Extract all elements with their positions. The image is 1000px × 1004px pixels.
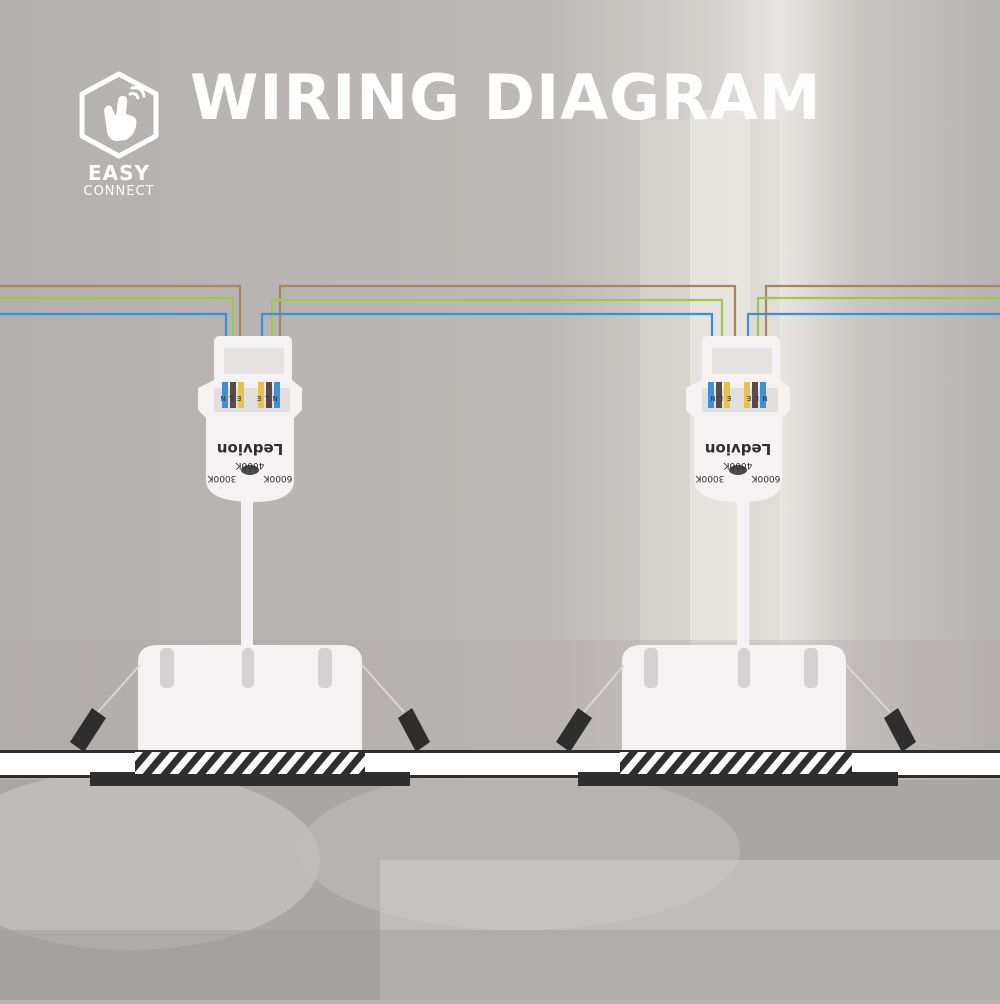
connector-brand: Ledvion: [705, 440, 771, 458]
spring-clip-right: [884, 708, 916, 752]
connector-brand: Ledvion: [217, 440, 283, 458]
cct-label: 6000K: [263, 473, 293, 483]
cct-label: 4000K: [235, 460, 265, 470]
easy-connect-badge: EASY CONNECT: [74, 70, 164, 205]
terminal-label: E: [237, 394, 241, 402]
cct-label: 3000K: [207, 473, 237, 483]
downlight-unit-1: [70, 336, 430, 786]
tap-hand-icon: [79, 71, 159, 159]
trim-ring: [578, 772, 898, 786]
terminal-label: N: [762, 394, 767, 402]
terminal-label: L: [719, 394, 723, 402]
spring-clip-left: [556, 708, 592, 752]
connector-box: [198, 336, 302, 502]
badge-label-connect: CONNECT: [83, 184, 155, 199]
fixture-body: [138, 645, 362, 750]
terminal-label: E: [747, 394, 751, 402]
fixture-body: [622, 645, 846, 750]
connector-2-labels: Ledvion 4000K 6000K 3000K N L E E L N: [695, 394, 781, 483]
terminal-label: N: [272, 394, 277, 402]
spring-clip-left: [70, 708, 106, 752]
connector-1-labels: Ledvion 4000K 6000K 3000K N L E E L N: [207, 394, 293, 483]
cct-label: 3000K: [695, 473, 725, 483]
terminal-label: N: [710, 394, 715, 402]
downlight-unit-2: [556, 336, 916, 786]
cct-label: 6000K: [751, 473, 781, 483]
terminal-label: E: [727, 394, 731, 402]
badge-label-easy: EASY: [87, 161, 151, 185]
power-cable: [241, 495, 253, 655]
terminal-label: L: [755, 394, 759, 402]
terminal-label: L: [265, 394, 269, 402]
terminal-label: E: [257, 394, 261, 402]
terminal-label: L: [229, 394, 233, 402]
trim-stripes: [620, 752, 852, 774]
page-title: WIRING DIAGRAM: [190, 61, 822, 134]
terminal-label: N: [220, 394, 225, 402]
spring-clip-right: [398, 708, 430, 752]
connector-box: [686, 336, 790, 502]
trim-stripes: [135, 752, 365, 774]
trim-ring: [90, 772, 410, 786]
cct-label: 4000K: [723, 460, 753, 470]
power-cable: [737, 495, 749, 655]
